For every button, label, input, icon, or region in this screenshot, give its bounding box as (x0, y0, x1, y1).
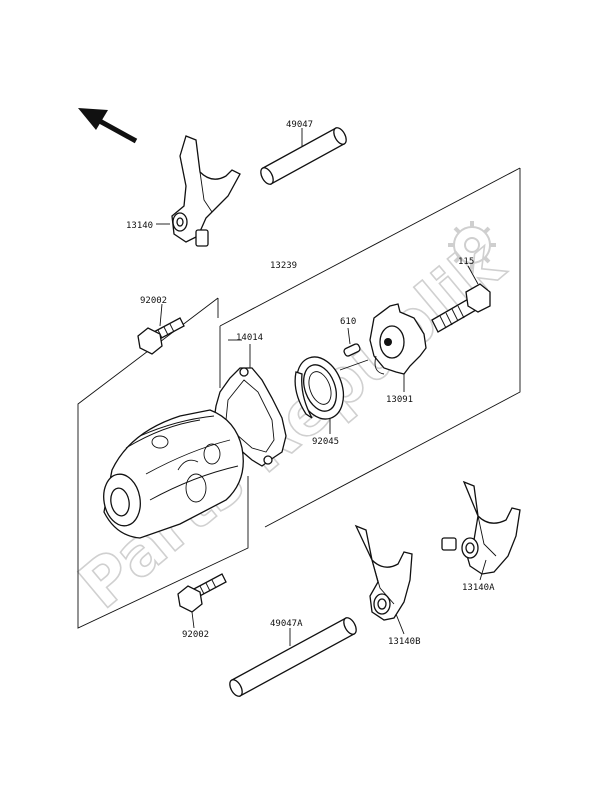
label-13140B: 13140B (388, 637, 421, 647)
label-13140: 13140 (126, 221, 153, 231)
drum-cam-13091 (369, 303, 427, 375)
label-92002-bottom: 92002 (182, 630, 209, 640)
label-610: 610 (340, 317, 356, 327)
shift-drum (103, 409, 244, 539)
assembly-frame (77, 167, 521, 629)
label-49047: 49047 (286, 120, 313, 130)
shift-rod-49047A (229, 617, 357, 697)
label-13091: 13091 (386, 395, 413, 405)
label-13239: 13239 (270, 261, 297, 271)
label-92045: 92045 (312, 437, 339, 447)
watermark: Parts Republik (65, 226, 519, 624)
shift-fork-13140A (441, 480, 521, 575)
watermark-gear-icon (448, 221, 496, 269)
shift-rod-49047 (260, 127, 347, 185)
label-115: 115 (458, 257, 474, 267)
label-92002-top: 92002 (140, 296, 167, 306)
watermark-text: Parts Republik (66, 227, 519, 624)
shift-fork-13140 (171, 135, 241, 247)
bolt-92002-top (137, 317, 185, 355)
bolt-115 (431, 283, 491, 333)
bolt-92002-bottom (177, 573, 227, 613)
label-49047A: 49047A (270, 619, 303, 629)
front-arrow-icon (78, 108, 138, 144)
bearing-92045 (294, 356, 369, 420)
label-14014: 14014 (236, 333, 263, 343)
label-13140A: 13140A (462, 583, 495, 593)
shift-fork-13140B (354, 524, 413, 621)
pin-610 (343, 343, 361, 357)
